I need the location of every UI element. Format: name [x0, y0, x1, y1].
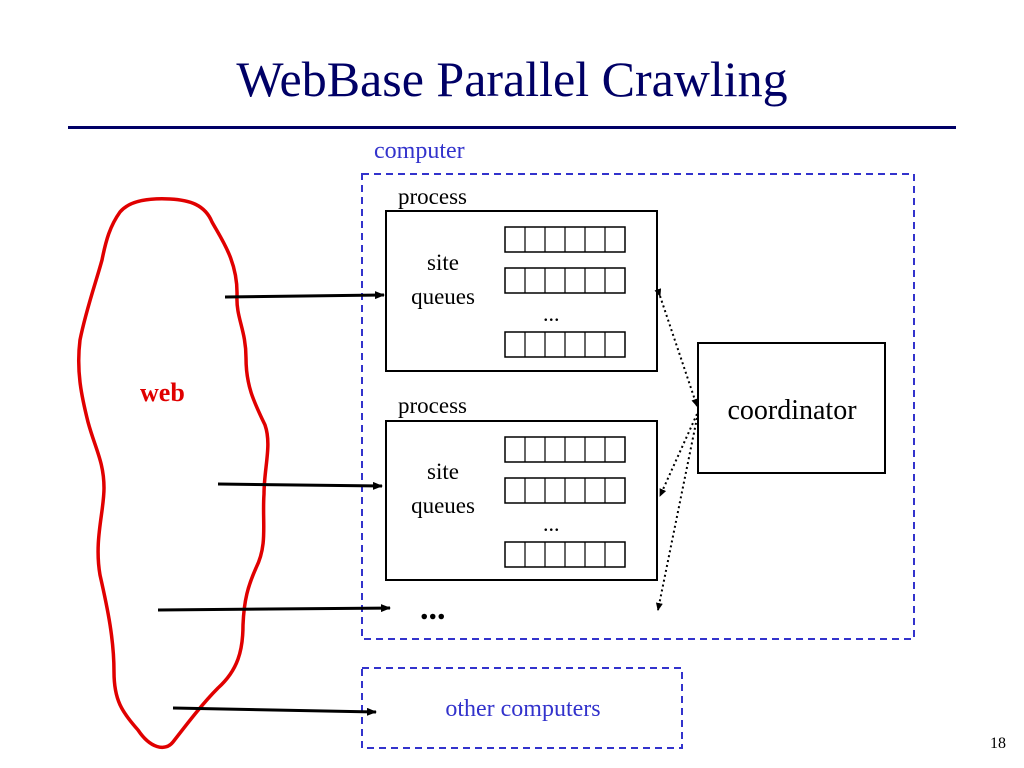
other-computers-box [361, 667, 683, 749]
crawl-arrow [224, 291, 385, 300]
queue-strip [504, 331, 626, 358]
process-label: process [398, 393, 467, 418]
queue-strip [504, 226, 626, 253]
ellipsis: ... [543, 511, 560, 536]
site-label: site [427, 459, 459, 484]
coordination-link [654, 288, 699, 407]
web-blob [76, 197, 270, 750]
queues-label: queues [411, 284, 475, 309]
page-number: 18 [990, 735, 1006, 752]
crawl-arrow [157, 604, 391, 613]
queue-strip [504, 477, 626, 504]
more-processes-ellipsis: ... [420, 590, 446, 627]
computer-box [361, 173, 915, 640]
queue-strip [504, 267, 626, 294]
crawl-arrow [172, 706, 377, 716]
crawl-arrow [217, 481, 383, 490]
queue-strip [504, 436, 626, 463]
slide-title: WebBase Parallel Crawling [236, 51, 788, 107]
coordinator-label: coordinator [727, 395, 857, 426]
site-label: site [427, 250, 459, 275]
ellipsis: ... [543, 301, 560, 326]
other-computers-label: other computers [445, 696, 601, 722]
queues-label: queues [411, 493, 475, 518]
title-divider [68, 126, 956, 129]
computer-label: computer [374, 138, 465, 164]
coordination-link [659, 413, 698, 497]
queue-strip [504, 541, 626, 568]
web-label: web [140, 378, 185, 407]
coordination-link [655, 417, 698, 611]
process-label: process [398, 184, 467, 209]
coordinator-box [697, 342, 886, 474]
